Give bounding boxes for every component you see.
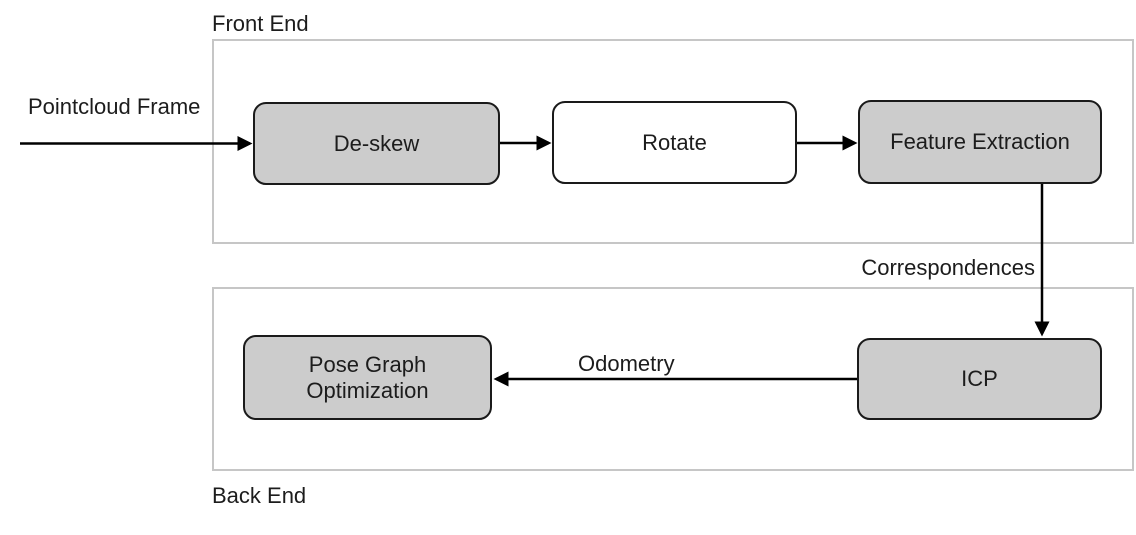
node-de-skew: De-skew — [253, 102, 500, 185]
odometry-edge-label: Odometry — [578, 351, 675, 376]
pointcloud-frame-label: Pointcloud Frame — [28, 94, 201, 119]
correspondences-edge-label: Correspondences — [861, 255, 1035, 280]
node-pose-graph-optimization-label: Pose Graph Optimization — [306, 352, 429, 403]
node-de-skew-label: De-skew — [333, 130, 420, 156]
node-rotate-label: Rotate — [642, 129, 707, 155]
node-rotate: Rotate — [552, 101, 797, 184]
node-feature-extraction: Feature Extraction — [858, 100, 1102, 184]
front-end-label: Front End — [212, 11, 309, 36]
node-feature-extraction-label: Feature Extraction — [890, 129, 1070, 155]
node-icp: ICP — [857, 338, 1102, 420]
node-icp-label: ICP — [961, 366, 998, 392]
back-end-label: Back End — [212, 483, 307, 508]
node-pose-graph-optimization: Pose Graph Optimization — [243, 335, 492, 420]
